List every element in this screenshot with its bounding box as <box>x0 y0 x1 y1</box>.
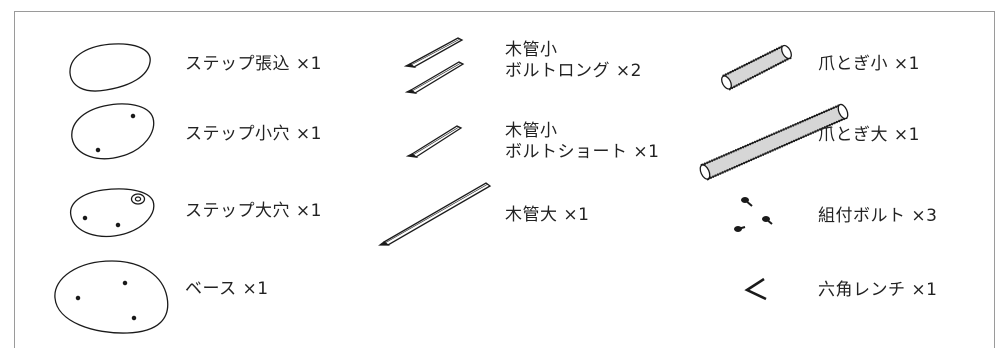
mokkan-sho-long-illustration <box>403 37 465 94</box>
step-shoana-label: ステップ小穴 ×1 <box>185 124 322 144</box>
kumitsuke-bolt-label: 組付ボルト ×3 <box>818 206 938 226</box>
rokkaku-wrench-illustration <box>744 277 767 301</box>
frame-right-border <box>994 11 995 348</box>
base-illustration <box>54 260 169 334</box>
mokkan-dai-illustration <box>378 182 492 246</box>
mokkan-sho-short-illustration <box>405 125 463 158</box>
mokkan-sho-short-label: 木管小 ボルトショート ×1 <box>505 121 659 163</box>
tsumetogi-sho-label: 爪とぎ小 ×1 <box>818 54 920 74</box>
step-shoana-illustration <box>71 103 155 160</box>
base-label: ベース ×1 <box>185 279 269 299</box>
mokkan-sho-long-label: 木管小 ボルトロング ×2 <box>505 40 642 82</box>
frame-left-border <box>14 11 15 348</box>
tsumetogi-dai-label: 爪とぎ大 ×1 <box>818 125 920 145</box>
tsumetogi-sho-illustration <box>721 44 792 91</box>
frame-top-border <box>14 11 994 12</box>
step-daiana-illustration <box>70 188 155 238</box>
tsumetogi-dai-illustration <box>699 103 849 181</box>
mokkan-sho-long-label-line2: ボルトロング ×2 <box>505 61 642 81</box>
step-hari-illustration <box>69 43 151 92</box>
step-daiana-label: ステップ大穴 ×1 <box>185 201 322 221</box>
mokkan-dai-label: 木管大 ×1 <box>505 205 590 225</box>
kumitsuke-bolt-illustration <box>734 197 773 232</box>
mokkan-sho-short-label-line2: ボルトショート ×1 <box>505 142 660 162</box>
mokkan-sho-long-label-line1: 木管小 <box>505 40 558 60</box>
rokkaku-wrench-label: 六角レンチ ×1 <box>818 280 938 300</box>
mokkan-sho-short-label-line1: 木管小 <box>505 121 558 141</box>
step-hari-label: ステップ張込 ×1 <box>185 54 322 74</box>
